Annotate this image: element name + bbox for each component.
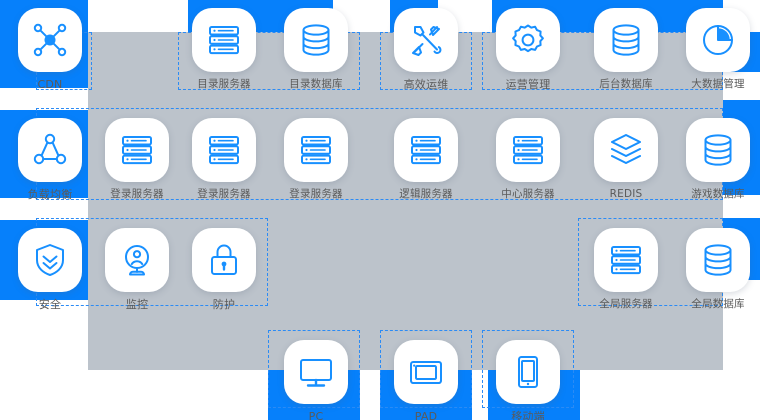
node-label-login-server-3: 登录服务器 [289, 188, 343, 200]
node-login-server-2[interactable]: 登录服务器 [188, 118, 260, 201]
node-cdn[interactable]: CDN [14, 8, 86, 91]
database-icon[interactable] [284, 8, 348, 72]
server-rack-icon[interactable] [192, 118, 256, 182]
node-label-ops-manage: 运营管理 [505, 78, 551, 91]
node-dir-db[interactable]: 目录数据库 [280, 8, 352, 91]
database-icon[interactable] [686, 118, 750, 182]
node-label-security: 安全 [38, 298, 62, 311]
node-pc[interactable]: PC [280, 340, 352, 420]
node-mobile[interactable]: 移动端 [492, 340, 564, 420]
node-label-mobile: 移动端 [511, 410, 545, 420]
node-monitor[interactable]: 监控 [101, 228, 173, 311]
desktop-monitor-icon[interactable] [284, 340, 348, 404]
server-rack-icon[interactable] [105, 118, 169, 182]
node-backend-db[interactable]: 后台数据库 [590, 8, 662, 91]
camera-monitor-icon[interactable] [105, 228, 169, 292]
node-label-center-server: 中心服务器 [501, 188, 555, 200]
stacked-layers-icon[interactable] [594, 118, 658, 182]
node-label-backend-db: 后台数据库 [599, 78, 653, 90]
group-pc [268, 330, 360, 408]
shield-icon[interactable] [18, 228, 82, 292]
node-center-server[interactable]: 中心服务器 [492, 118, 564, 201]
lock-icon[interactable] [192, 228, 256, 292]
node-label-ops: 高效运维 [403, 78, 449, 91]
node-protect[interactable]: 防护 [188, 228, 260, 311]
node-redis[interactable]: REDIS [590, 118, 662, 201]
tools-wrench-icon[interactable] [394, 8, 458, 72]
node-label-dir-server: 目录服务器 [197, 78, 251, 90]
node-label-global-server: 全局服务器 [599, 298, 653, 310]
node-label-login-server-1: 登录服务器 [110, 188, 164, 200]
node-logic-server[interactable]: 逻辑服务器 [390, 118, 462, 201]
node-ops-manage[interactable]: 运营管理 [492, 8, 564, 91]
node-label-pad: PAD [414, 410, 438, 420]
cdn-network-icon[interactable] [18, 8, 82, 72]
node-label-game-db: 游戏数据库 [691, 188, 745, 200]
load-balancer-icon[interactable] [18, 118, 82, 182]
server-rack-icon[interactable] [594, 228, 658, 292]
server-rack-icon[interactable] [192, 8, 256, 72]
node-label-load-balance: 负载均衡 [27, 188, 73, 201]
server-rack-icon[interactable] [496, 118, 560, 182]
node-label-bigdata: 大数据管理 [691, 78, 745, 90]
server-rack-icon[interactable] [394, 118, 458, 182]
node-bigdata[interactable]: 大数据管理 [682, 8, 754, 91]
node-label-redis: REDIS [609, 188, 643, 200]
node-label-cdn: CDN [37, 78, 63, 91]
node-label-monitor: 监控 [125, 298, 149, 311]
node-global-server[interactable]: 全局服务器 [590, 228, 662, 311]
node-load-balance[interactable]: 负载均衡 [14, 118, 86, 201]
gray-background-panel [88, 32, 723, 370]
server-rack-icon[interactable] [284, 118, 348, 182]
node-pad[interactable]: PAD [390, 340, 462, 420]
gear-icon[interactable] [496, 8, 560, 72]
node-global-db[interactable]: 全局数据库 [682, 228, 754, 311]
database-icon[interactable] [686, 228, 750, 292]
node-label-protect: 防护 [212, 298, 236, 311]
node-security[interactable]: 安全 [14, 228, 86, 311]
node-label-login-server-2: 登录服务器 [197, 188, 251, 200]
group-directory [178, 32, 360, 90]
node-label-logic-server: 逻辑服务器 [399, 188, 453, 200]
node-dir-server[interactable]: 目录服务器 [188, 8, 260, 91]
node-login-server-1[interactable]: 登录服务器 [101, 118, 173, 201]
group-mobile [482, 330, 574, 408]
group-pad [380, 330, 472, 408]
node-login-server-3[interactable]: 登录服务器 [280, 118, 352, 201]
tablet-icon[interactable] [394, 340, 458, 404]
smartphone-icon[interactable] [496, 340, 560, 404]
node-game-db[interactable]: 游戏数据库 [682, 118, 754, 201]
node-label-dir-db: 目录数据库 [289, 78, 343, 90]
pie-chart-icon[interactable] [686, 8, 750, 72]
node-label-global-db: 全局数据库 [691, 298, 745, 310]
node-label-pc: PC [308, 410, 324, 420]
database-icon[interactable] [594, 8, 658, 72]
node-ops[interactable]: 高效运维 [390, 8, 462, 91]
